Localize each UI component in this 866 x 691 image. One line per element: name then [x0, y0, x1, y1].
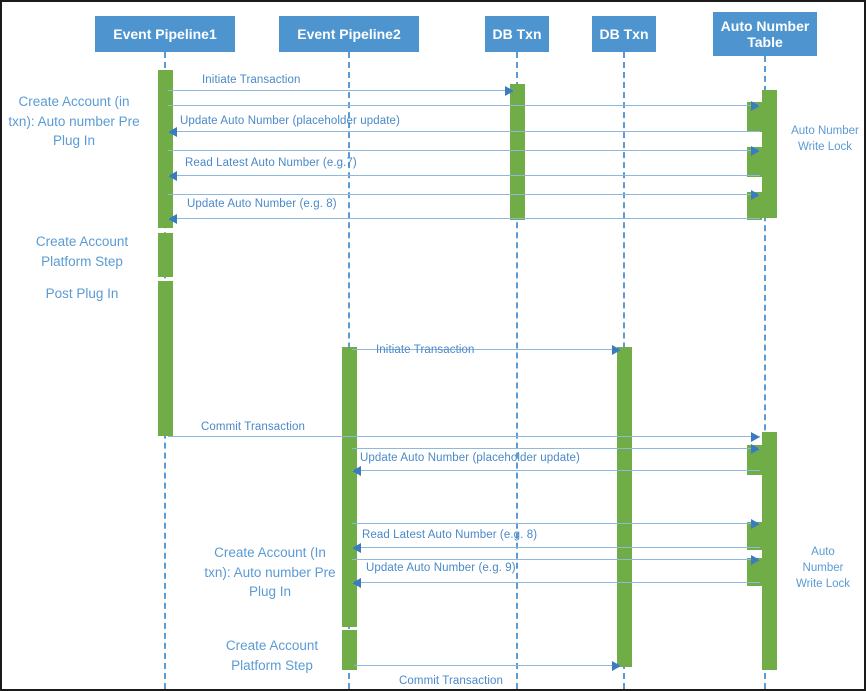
message-line-m3[interactable]	[168, 131, 760, 132]
message-label-m9: Commit Transaction	[201, 421, 306, 433]
annotation-note-ep1-pre: Create Account (in txn): Auto number Pre…	[8, 94, 140, 149]
message-line-m2[interactable]	[168, 105, 760, 106]
lifeline-header-label: Auto Number Table	[720, 17, 810, 50]
lifeline-header-label: DB Txn	[599, 25, 649, 42]
lifeline-header-label: DB Txn	[492, 25, 542, 42]
message-arrowhead-m13	[352, 543, 361, 553]
message-arrowhead-m1	[505, 86, 514, 96]
activation-bar-ep2-platform-step[interactable]	[342, 630, 357, 670]
lifeline-header-dbtxn2[interactable]: DB Txn	[592, 16, 656, 52]
message-line-m10[interactable]	[352, 448, 760, 449]
message-label-m5: Read Latest Auto Number (e.g.7)	[185, 157, 357, 169]
message-line-m11[interactable]	[352, 470, 760, 471]
message-line-m15[interactable]	[352, 582, 760, 583]
lifeline-header-label: Event Pipeline1	[113, 25, 217, 42]
message-label-m16: Commit Transaction	[399, 675, 504, 687]
activation-bar-dbtxn2-main[interactable]	[617, 347, 632, 667]
annotation-note-autonum-upper: Auto Number Write Lock	[791, 125, 859, 154]
message-line-m14[interactable]	[352, 559, 760, 560]
activation-bar-dbtxn1-main[interactable]	[510, 84, 525, 220]
annotation-note-ep2-pre: Create Account (In txn): Auto number Pre…	[204, 545, 336, 600]
message-arrowhead-m11	[352, 466, 361, 476]
message-line-m12[interactable]	[352, 523, 760, 524]
activation-bar-autonum-lower-main[interactable]	[762, 432, 777, 670]
lifeline-header-autonum[interactable]: Auto Number Table	[713, 12, 817, 56]
activation-bar-ep1-pre-plugin[interactable]	[158, 70, 173, 228]
annotation-note-ep1-post: Post Plug In	[45, 286, 119, 301]
lifeline-header-ep2[interactable]: Event Pipeline2	[279, 16, 419, 52]
message-arrowhead-m5	[168, 171, 177, 181]
message-arrowhead-m16	[612, 661, 621, 671]
lifeline-stem-autonum	[764, 56, 766, 689]
message-arrowhead-m2	[751, 101, 760, 111]
message-line-m5[interactable]	[168, 175, 760, 176]
message-label-m3: Update Auto Number (placeholder update)	[180, 115, 400, 127]
lifeline-header-dbtxn1[interactable]: DB Txn	[485, 16, 549, 52]
annotation-note-autonum-lower: Auto Number Write Lock	[795, 546, 851, 591]
activation-bar-autonum-lock-6[interactable]	[747, 558, 762, 586]
message-label-m7: Update Auto Number (e.g. 8)	[187, 198, 337, 210]
annotation-note-ep1-platform: Create Account Platform Step	[35, 234, 129, 269]
message-line-m8[interactable]	[352, 349, 621, 350]
message-arrowhead-m15	[352, 578, 361, 588]
message-line-m7[interactable]	[168, 218, 760, 219]
activation-bar-autonum-upper-main[interactable]	[762, 90, 777, 218]
message-label-m8: Initiate Transaction	[376, 344, 475, 356]
message-label-m15: Update Auto Number (e.g. 9)	[366, 562, 516, 574]
annotation-note-ep2-platform: Create Account Platform Step	[225, 638, 319, 673]
lifeline-header-ep1[interactable]: Event Pipeline1	[95, 16, 235, 52]
message-arrowhead-m14	[751, 555, 760, 565]
message-label-m1: Initiate Transaction	[202, 74, 301, 86]
message-line-m9[interactable]	[168, 436, 760, 437]
message-line-m1[interactable]	[168, 90, 514, 91]
message-arrowhead-m6	[751, 190, 760, 200]
message-line-m13[interactable]	[352, 547, 760, 548]
message-arrowhead-m8	[612, 345, 621, 355]
message-arrowhead-m7	[168, 214, 177, 224]
activation-bar-ep1-platform-step[interactable]	[158, 233, 173, 277]
message-line-m16[interactable]	[354, 665, 621, 666]
message-line-m4[interactable]	[168, 150, 760, 151]
message-arrowhead-m4	[751, 146, 760, 156]
message-label-m13: Read Latest Auto Number (e.g. 8)	[362, 529, 538, 541]
message-arrowhead-m3	[168, 127, 177, 137]
message-line-m6[interactable]	[168, 194, 760, 195]
activation-bar-ep1-post-plugin[interactable]	[158, 281, 173, 436]
message-arrowhead-m10	[751, 444, 760, 454]
message-label-m11: Update Auto Number (placeholder update)	[360, 452, 580, 464]
message-arrowhead-m9	[751, 432, 760, 442]
lifeline-stem-dbtxn1	[516, 52, 518, 689]
activation-bar-ep2-pre-plugin[interactable]	[342, 347, 357, 627]
lifeline-header-label: Event Pipeline2	[297, 25, 401, 42]
message-arrowhead-m12	[751, 519, 760, 529]
activation-bar-autonum-lock-5[interactable]	[747, 522, 762, 550]
